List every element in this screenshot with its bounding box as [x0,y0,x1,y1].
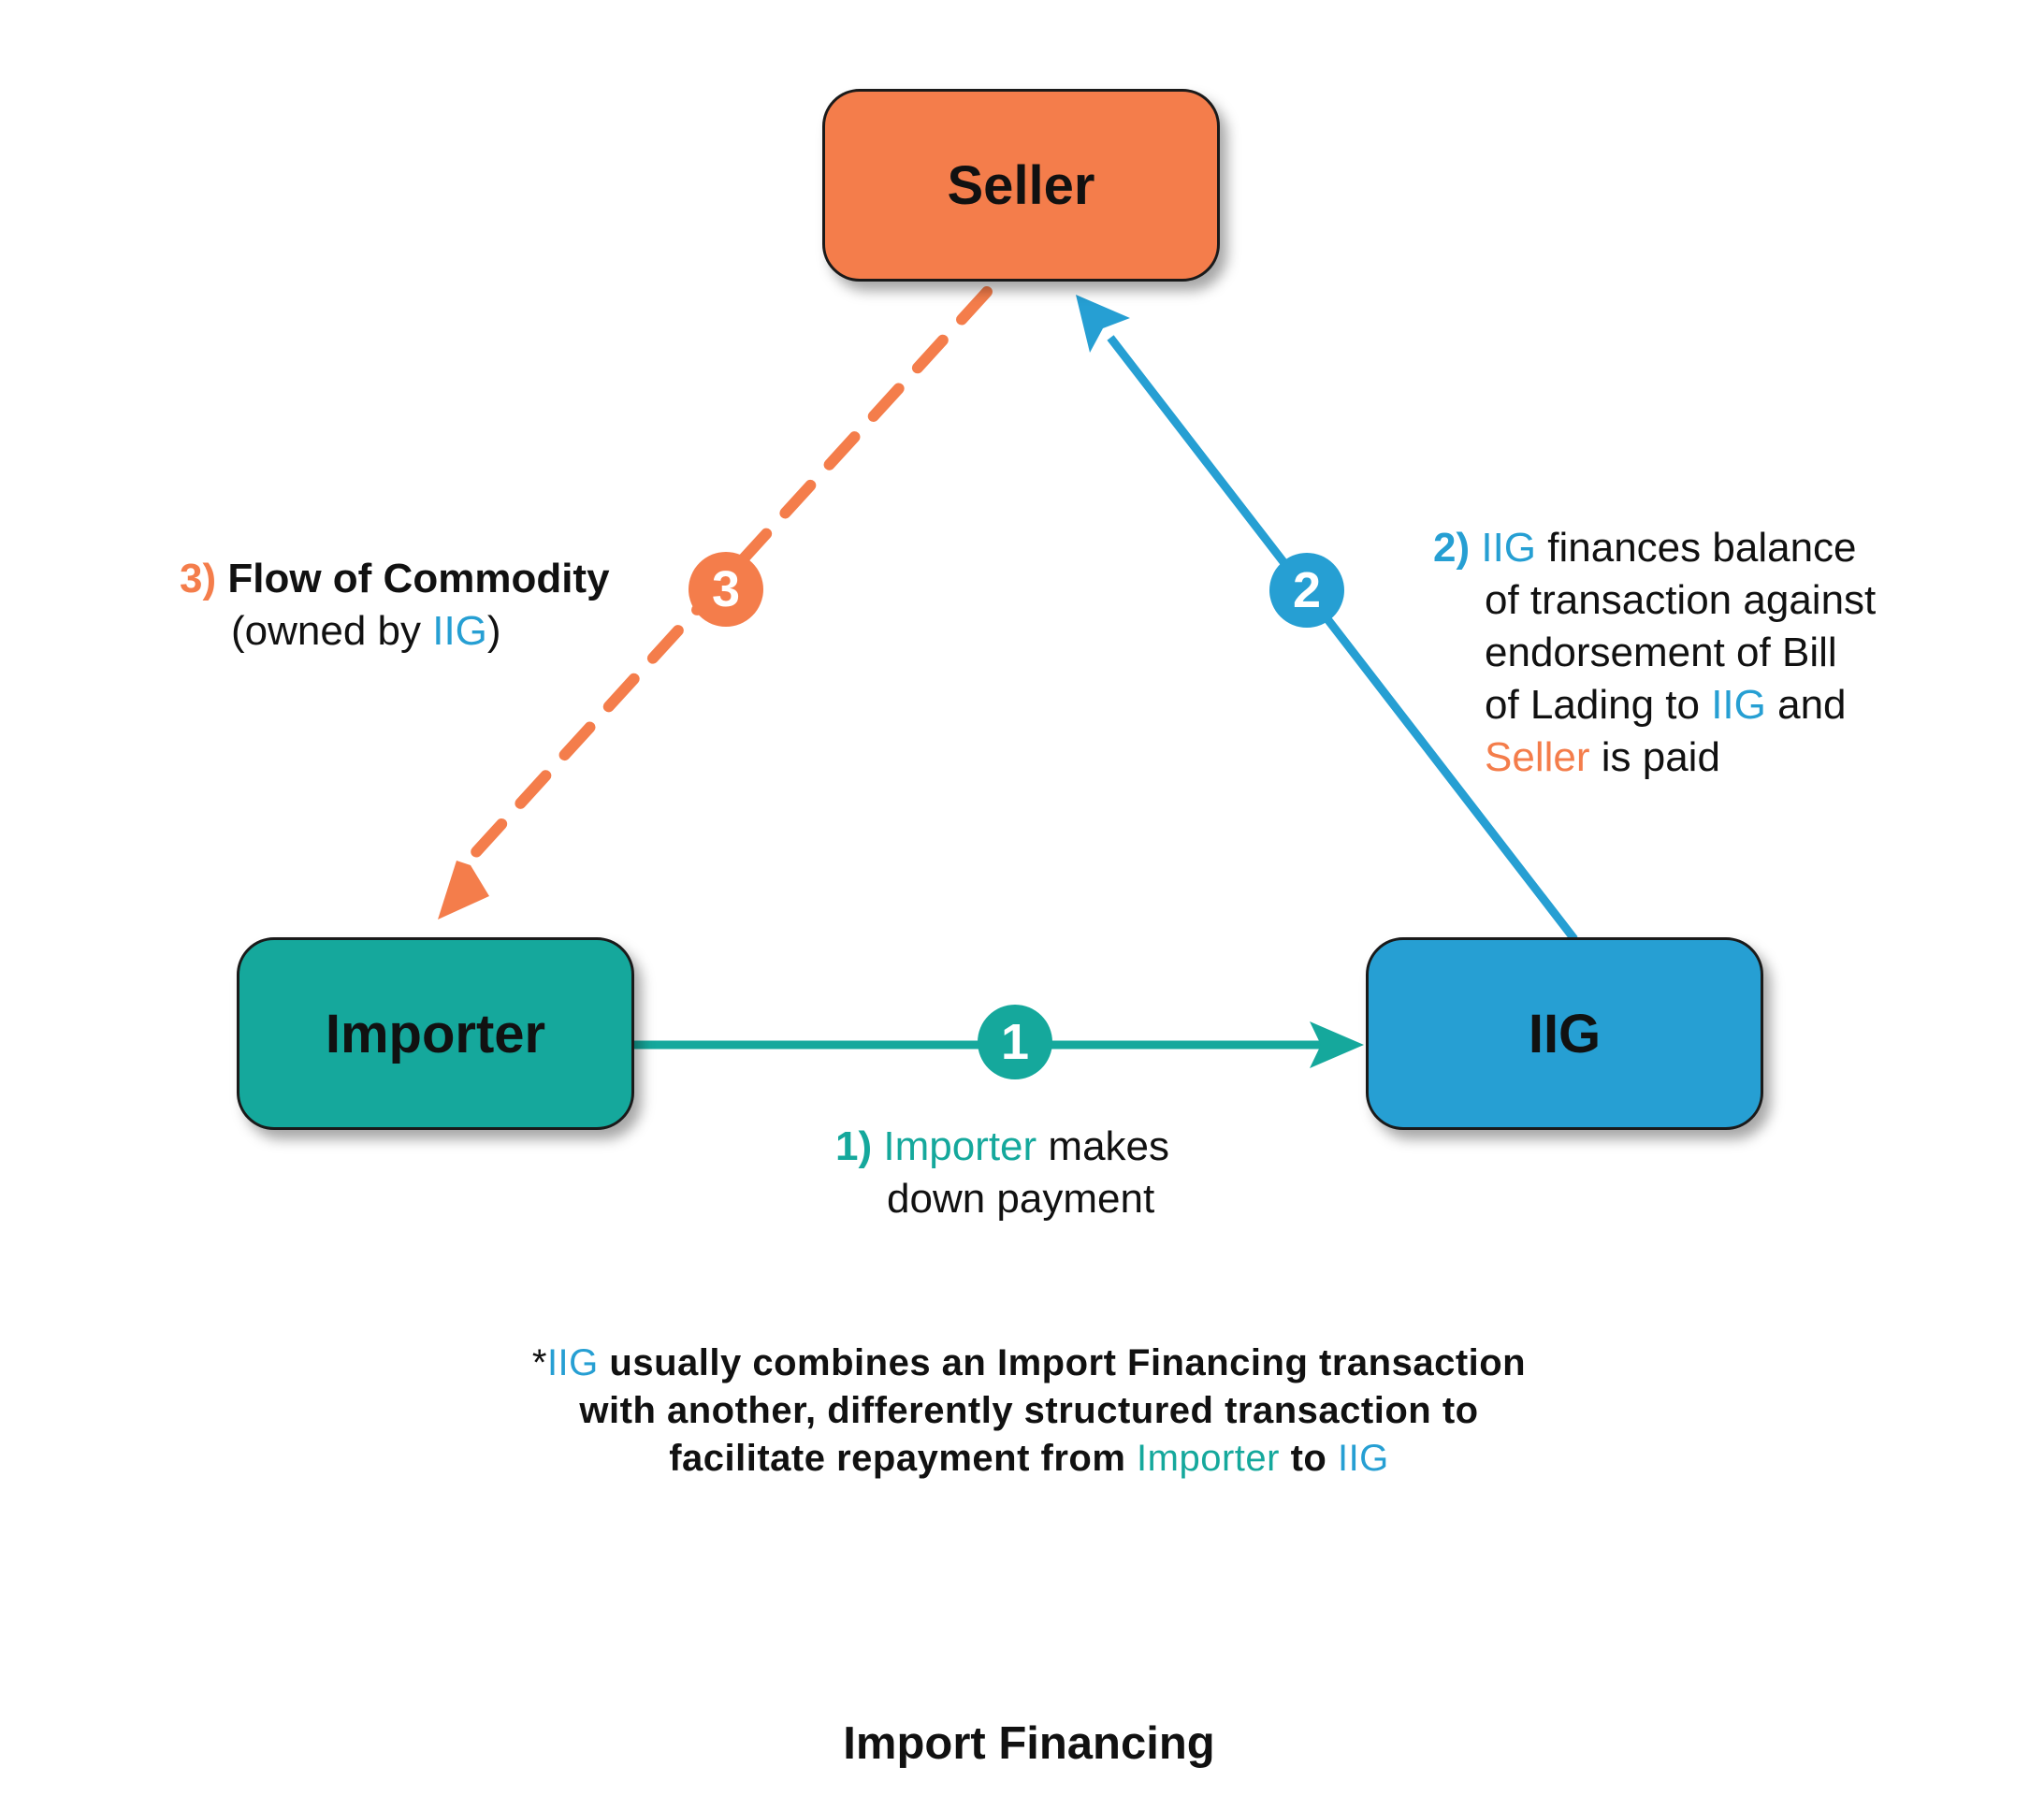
step-1-badge-number: 1 [1000,1014,1030,1070]
footnote-iig-1: IIG [546,1342,599,1383]
step-3-number: 3) [180,556,217,601]
step-2-line2: of transaction against [1485,577,1877,623]
step-2-line3: endorsement of Bill [1485,630,1837,675]
footnote: *IIG usually combines an Import Financin… [374,1339,1684,1483]
step-3-text-a: (owned by [231,608,433,654]
step-3-text-b: ) [486,608,501,654]
step-2-actor: IIG [1481,525,1537,571]
step-3-title: Flow of Commodity [227,556,610,601]
arrow-iig-to-seller-head [1076,295,1130,353]
step-3-badge-number: 3 [711,561,741,617]
step-2-line5-seller: Seller [1485,734,1590,780]
step-2-line4-a: of Lading to [1485,682,1712,728]
seller-node-label: Seller [947,154,1095,216]
arrow-seller-to-importer [469,286,993,860]
footnote-iig-2: IIG [1337,1438,1389,1479]
iig-node-label: IIG [1528,1003,1602,1064]
step-3-badge: 3 [689,552,763,627]
step-2-line5-b: is paid [1589,734,1720,780]
step-2-line4-iig: IIG [1711,682,1766,728]
step-3-label: 3) Flow of Commodity (owned by IIG) [180,553,610,658]
step-1-label: 1) Importer makes down payment [835,1121,1169,1225]
step-2-badge: 2 [1269,553,1344,628]
step-1-actor: Importer [883,1123,1037,1169]
step-1-number: 1) [835,1123,873,1169]
step-2-line4-b: and [1765,682,1847,728]
iig-node: IIG [1366,937,1763,1130]
footnote-asterisk: * [531,1342,547,1383]
step-2-number: 2) [1433,525,1471,571]
footnote-importer: Importer [1137,1438,1280,1479]
step-1-text-a: makes [1036,1123,1170,1169]
footnote-line3-b: to [1279,1438,1338,1479]
step-3-iig: IIG [432,608,487,654]
diagram-title: Import Financing [843,1718,1215,1769]
step-2-label: 2) IIG finances balance of transaction a… [1433,522,1876,784]
arrow-iig-to-seller [1107,335,1578,942]
step-2-line1-rest: finances balance [1536,525,1857,571]
footnote-line3-a: facilitate repayment from [669,1438,1138,1479]
step-2-badge-number: 2 [1292,562,1322,618]
arrow-seller-to-importer-head [438,861,489,919]
arrow-importer-to-iig-head [1310,1021,1364,1068]
footnote-line1: usually combines an Import Financing tra… [598,1342,1527,1383]
step-1-badge: 1 [978,1005,1052,1079]
importer-node: Importer [237,937,634,1130]
seller-node: Seller [822,89,1220,282]
importer-node-label: Importer [325,1003,546,1064]
footnote-line2: with another, differently structured tra… [579,1390,1479,1431]
step-1-text-b: down payment [887,1176,1155,1222]
